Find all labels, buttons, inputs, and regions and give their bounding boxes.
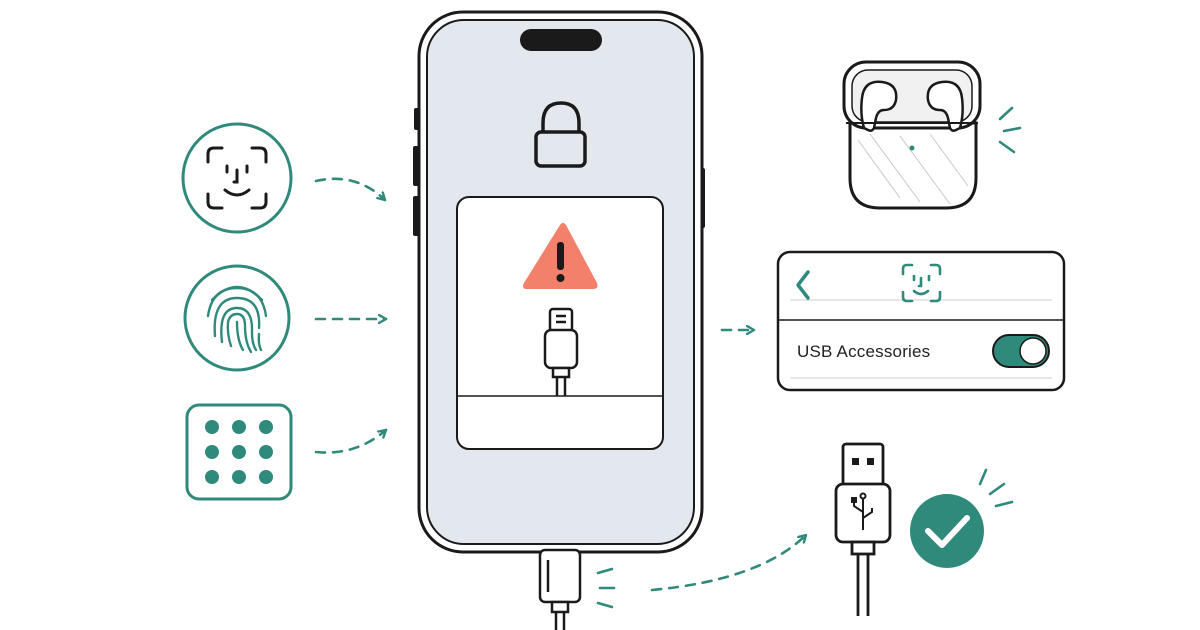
arrow-face-to-phone xyxy=(314,177,387,202)
usb-accessories-toggle[interactable] xyxy=(992,334,1050,368)
lightning-connector-icon xyxy=(543,307,579,396)
airpods-case-icon xyxy=(842,60,982,210)
signal-lines-airpods xyxy=(998,106,1022,154)
face-id-small-icon xyxy=(901,263,942,303)
usb-accessories-label: USB Accessories xyxy=(797,342,931,361)
signal-lines-check xyxy=(978,468,1014,508)
usb-cable-icon xyxy=(834,442,892,616)
fingerprint-icon xyxy=(183,264,291,372)
bottom-charging-cable-icon xyxy=(538,548,582,630)
warning-icon xyxy=(523,223,598,289)
passcode-keypad-icon xyxy=(185,403,293,501)
alert-card xyxy=(456,196,664,450)
face-id-icon xyxy=(181,122,293,234)
settings-panel xyxy=(776,250,1066,392)
arrow-cable-to-usb xyxy=(650,533,808,592)
signal-lines-cable xyxy=(596,567,616,609)
back-chevron-icon[interactable] xyxy=(796,270,810,300)
arrow-keypad-to-phone xyxy=(314,428,388,454)
lock-icon xyxy=(534,101,587,168)
dynamic-island xyxy=(520,29,602,51)
checkmark-icon xyxy=(910,494,984,568)
